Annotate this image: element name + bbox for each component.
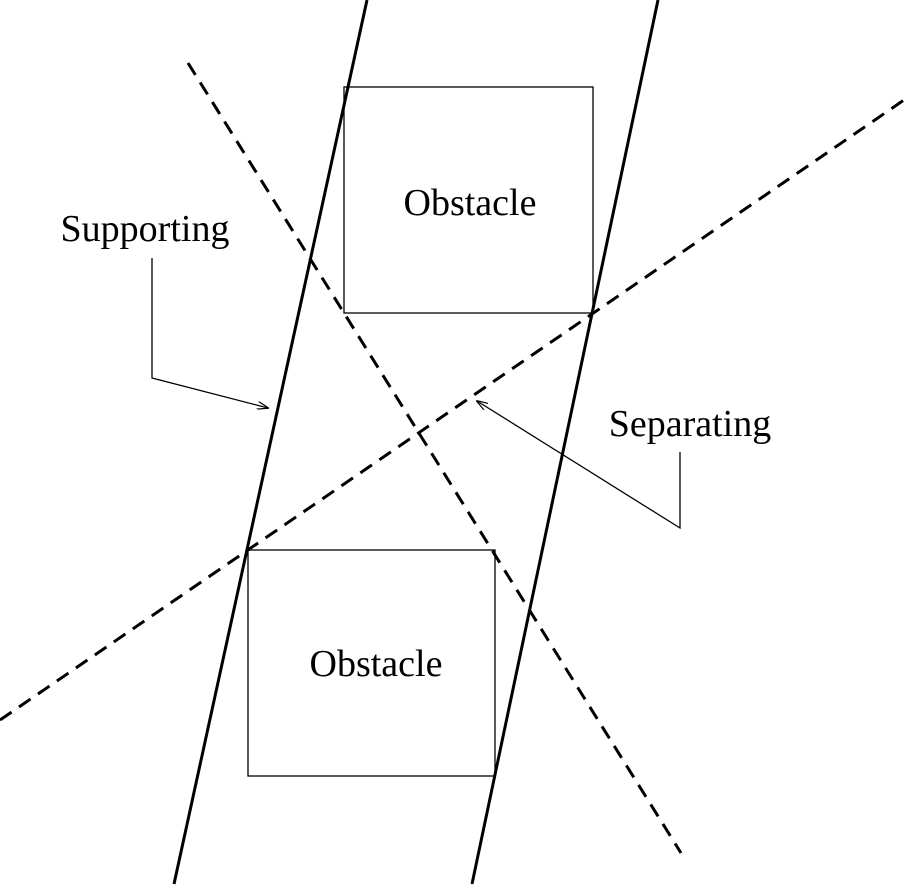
supporting-label: Supporting: [61, 208, 230, 250]
supporting-leader-arrow: [151, 258, 268, 408]
separating-line-descending: [186, 62, 683, 854]
obstacle-bottom-box: [247, 549, 496, 777]
separating-leader-arrow: [477, 401, 681, 530]
separating-label: Separating: [609, 403, 772, 445]
obstacle-bottom-label: Obstacle: [310, 643, 443, 685]
supporting-line-right: [470, 0, 660, 885]
supporting-line-left: [172, 0, 369, 885]
obstacle-top-box: [343, 86, 594, 314]
obstacle-top-label: Obstacle: [404, 182, 537, 224]
